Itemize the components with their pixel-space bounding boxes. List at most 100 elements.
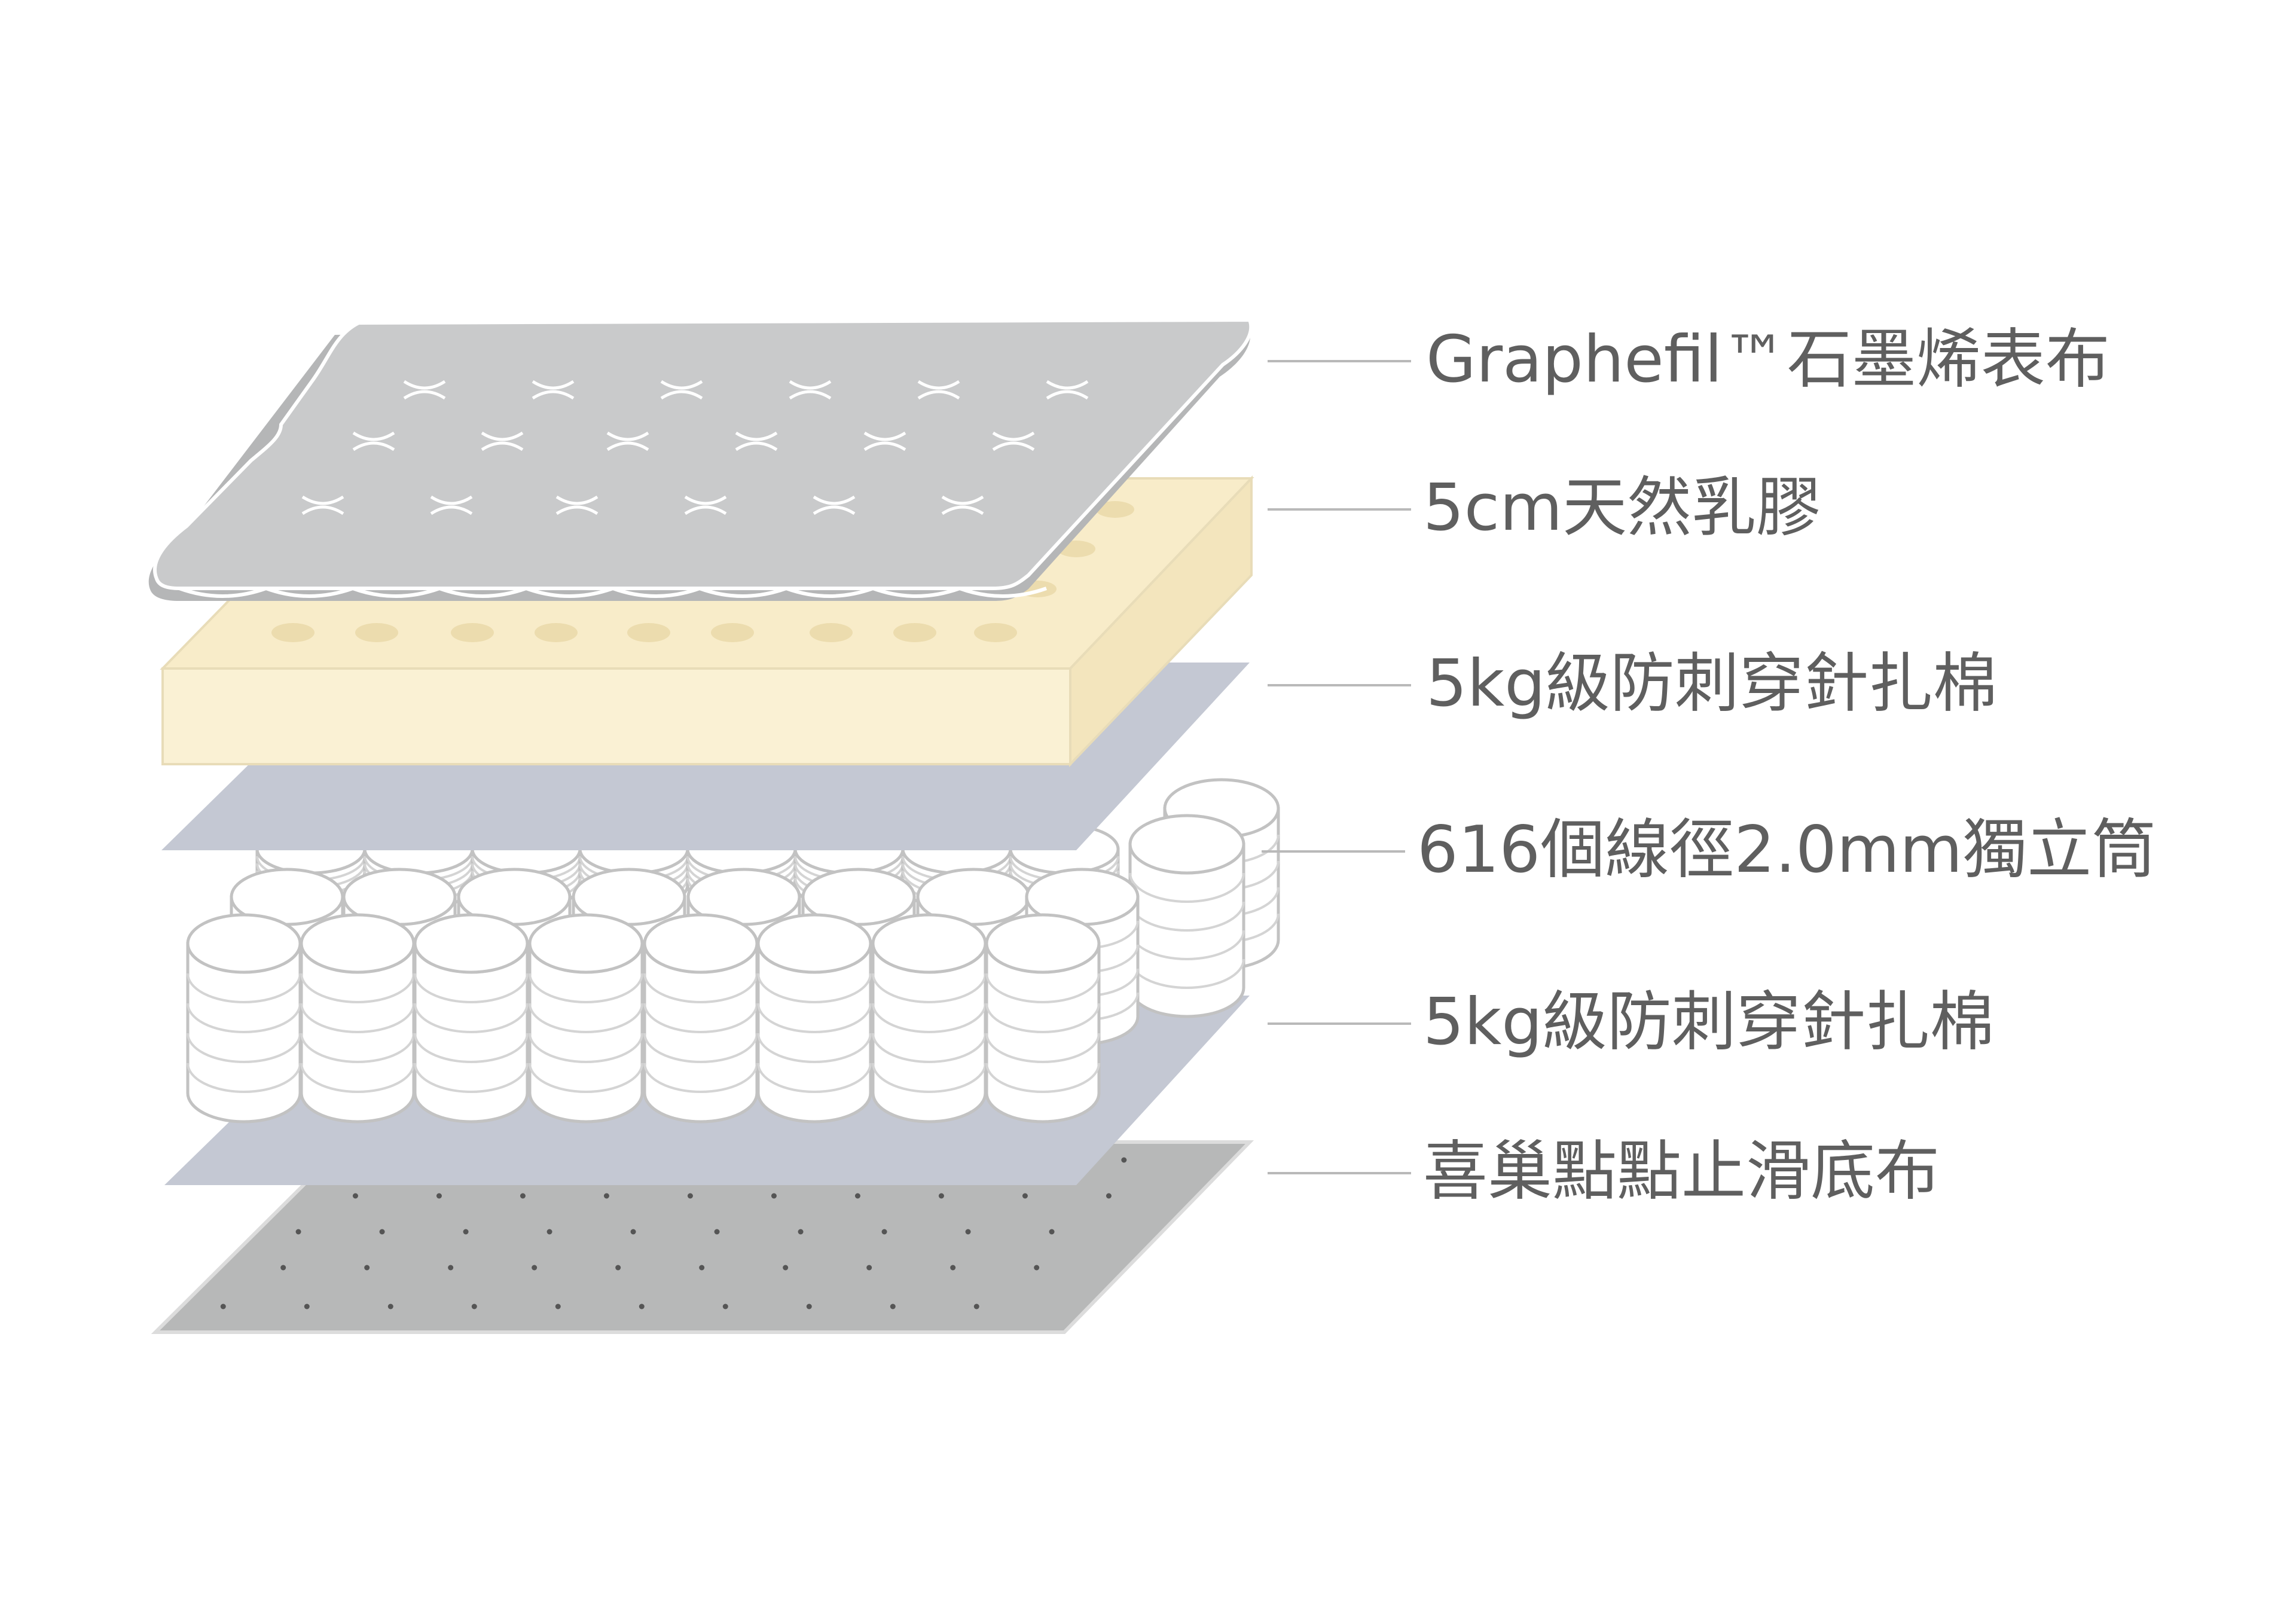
quilt-tufts xyxy=(301,380,1089,515)
spring-coil-line xyxy=(414,1003,529,1033)
base-dot xyxy=(471,1304,477,1309)
tuft-stroke xyxy=(684,505,727,515)
pocket-spring xyxy=(1128,814,1245,1018)
quilt-scallop xyxy=(178,587,267,598)
tuft-stroke xyxy=(941,495,984,505)
spring-coil-line xyxy=(187,1063,301,1093)
spring-coil-line xyxy=(757,1033,872,1063)
base-dot xyxy=(352,1193,358,1199)
spring-top xyxy=(643,913,759,974)
label-latex: 5cm天然乳膠 xyxy=(1423,471,1821,545)
tuft-stroke xyxy=(735,431,778,441)
spring-coil-line xyxy=(643,1063,758,1093)
quilt-tuft xyxy=(684,495,727,515)
quilt-tuft xyxy=(941,495,984,515)
base-dot xyxy=(387,1304,393,1309)
tuft-stroke xyxy=(301,495,344,505)
latex-hole xyxy=(451,623,494,642)
quilt-tuft xyxy=(352,431,395,451)
tuft-stroke xyxy=(789,380,832,390)
latex-hole xyxy=(1096,501,1134,518)
spring-coil-line xyxy=(414,973,529,1003)
base-dot xyxy=(771,1193,777,1199)
quilt-scallops xyxy=(178,587,1048,598)
pocket-spring xyxy=(528,913,644,1124)
quilt-scallop xyxy=(958,587,1048,598)
spring-coil-line xyxy=(872,973,987,1003)
quilt-tuft xyxy=(1046,380,1089,400)
spring-coil-line xyxy=(300,1003,415,1033)
spring-coil-line xyxy=(757,973,872,1003)
pocket-spring xyxy=(756,913,872,1124)
quilt-tuft xyxy=(863,431,906,451)
spring-coil-line xyxy=(187,973,301,1003)
spring-coil-line xyxy=(757,1003,872,1033)
pocket-spring xyxy=(300,913,416,1124)
base-dot xyxy=(798,1229,804,1235)
label-top-fabric: Graphefil™石墨烯表布 xyxy=(1426,322,2110,397)
quilt-tuft xyxy=(735,431,778,451)
spring-coil-line xyxy=(643,1033,758,1063)
base-dot xyxy=(364,1265,370,1271)
label-padding-upper: 5kg級防刺穿針扎棉 xyxy=(1426,646,1998,721)
spring-coil-line xyxy=(757,1063,872,1093)
tuft-stroke xyxy=(606,441,649,451)
base-dot xyxy=(1121,1157,1127,1163)
base-dot xyxy=(379,1229,385,1235)
tuft-stroke xyxy=(660,390,703,400)
spring-coil-line xyxy=(529,973,643,1003)
base-dot xyxy=(448,1265,454,1271)
quilt-tuft xyxy=(403,380,446,400)
spring-top xyxy=(985,913,1101,974)
spring-coil-line xyxy=(529,1033,643,1063)
spring-coil-line xyxy=(985,1033,1100,1063)
base-dot xyxy=(280,1265,286,1271)
base-dot xyxy=(603,1193,609,1199)
tuft-stroke xyxy=(301,505,344,515)
tuft-stroke xyxy=(352,431,395,441)
base-dot xyxy=(783,1265,789,1271)
latex-hole xyxy=(893,623,936,642)
spring-top xyxy=(756,913,872,974)
spring-coil-line xyxy=(872,1063,987,1093)
tuft-stroke xyxy=(992,431,1035,441)
spring-top xyxy=(413,913,529,974)
base-dot xyxy=(854,1193,860,1199)
quilt-scallop xyxy=(438,587,527,598)
quilt-scallop xyxy=(265,587,354,598)
pocket-spring xyxy=(985,913,1101,1124)
base-dot xyxy=(973,1304,979,1309)
latex-front-face xyxy=(161,667,1071,765)
label-springs: 616個線徑2.0mm獨立筒 xyxy=(1417,813,2156,887)
quilt-tuft xyxy=(481,431,524,451)
quilt-tuft xyxy=(532,380,575,400)
quilt-tuft xyxy=(606,431,649,451)
base-dot xyxy=(304,1304,310,1309)
tuft-stroke xyxy=(403,380,446,390)
base-dot xyxy=(555,1304,561,1309)
quilt-tuft xyxy=(430,495,473,515)
label-base-fabric: 喜巢點點止滑底布 xyxy=(1423,1134,1940,1209)
spring-coil-line xyxy=(300,1033,415,1063)
base-fabric-layer xyxy=(151,1140,1254,1334)
base-dot xyxy=(938,1193,944,1199)
quilt-scallop xyxy=(698,587,787,598)
pocket-springs-layer xyxy=(186,778,1280,1124)
quilt-scallop xyxy=(872,587,961,598)
base-fabric-sheet xyxy=(151,1140,1254,1334)
tuft-stroke xyxy=(863,441,906,451)
spring-coil-line xyxy=(1129,872,1245,903)
latex-hole xyxy=(810,623,853,642)
spring-coil-line xyxy=(529,1063,643,1093)
spring-coil-line xyxy=(985,1063,1100,1093)
base-dot xyxy=(1022,1193,1028,1199)
spring-top xyxy=(528,913,644,974)
tuft-stroke xyxy=(532,380,575,390)
tuft-stroke xyxy=(555,505,599,515)
pocket-spring xyxy=(186,913,302,1124)
pocket-spring xyxy=(871,913,987,1124)
spring-coil-line xyxy=(985,1003,1100,1033)
base-dot xyxy=(806,1304,812,1309)
base-dot xyxy=(881,1229,887,1235)
